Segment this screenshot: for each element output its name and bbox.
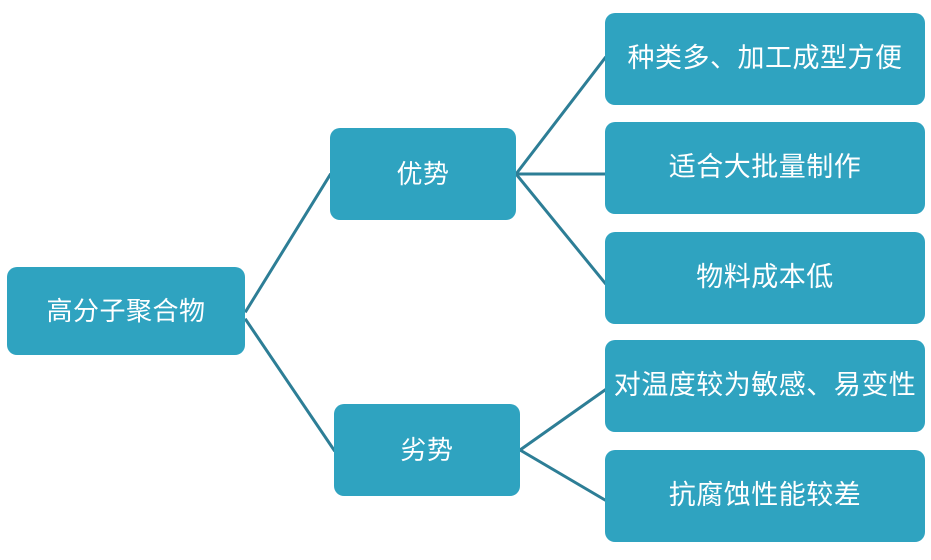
node-root[interactable]: 高分子聚合物 [7,267,245,355]
node-leaf-disadvantage-1[interactable]: 对温度较为敏感、易变性 [605,340,925,432]
node-branch-advantage[interactable]: 优势 [330,128,516,220]
node-leaf-advantage-3[interactable]: 物料成本低 [605,232,925,324]
connector-advantage-to-leaf-0 [513,55,608,177]
node-branch-disadvantage[interactable]: 劣势 [334,404,520,496]
connector-root-to-disadvantage [243,317,337,453]
node-leaf-advantage-1[interactable]: 种类多、加工成型方便 [605,13,925,105]
connector-disadvantage-to-leaf-3 [517,387,608,453]
connector-advantage-to-leaf-2 [513,171,608,286]
node-leaf-disadvantage-2[interactable]: 抗腐蚀性能较差 [605,450,925,542]
node-leaf-advantage-2[interactable]: 适合大批量制作 [605,122,925,214]
connector-disadvantage-to-leaf-4 [517,447,608,503]
connector-root-to-advantage [243,172,333,314]
